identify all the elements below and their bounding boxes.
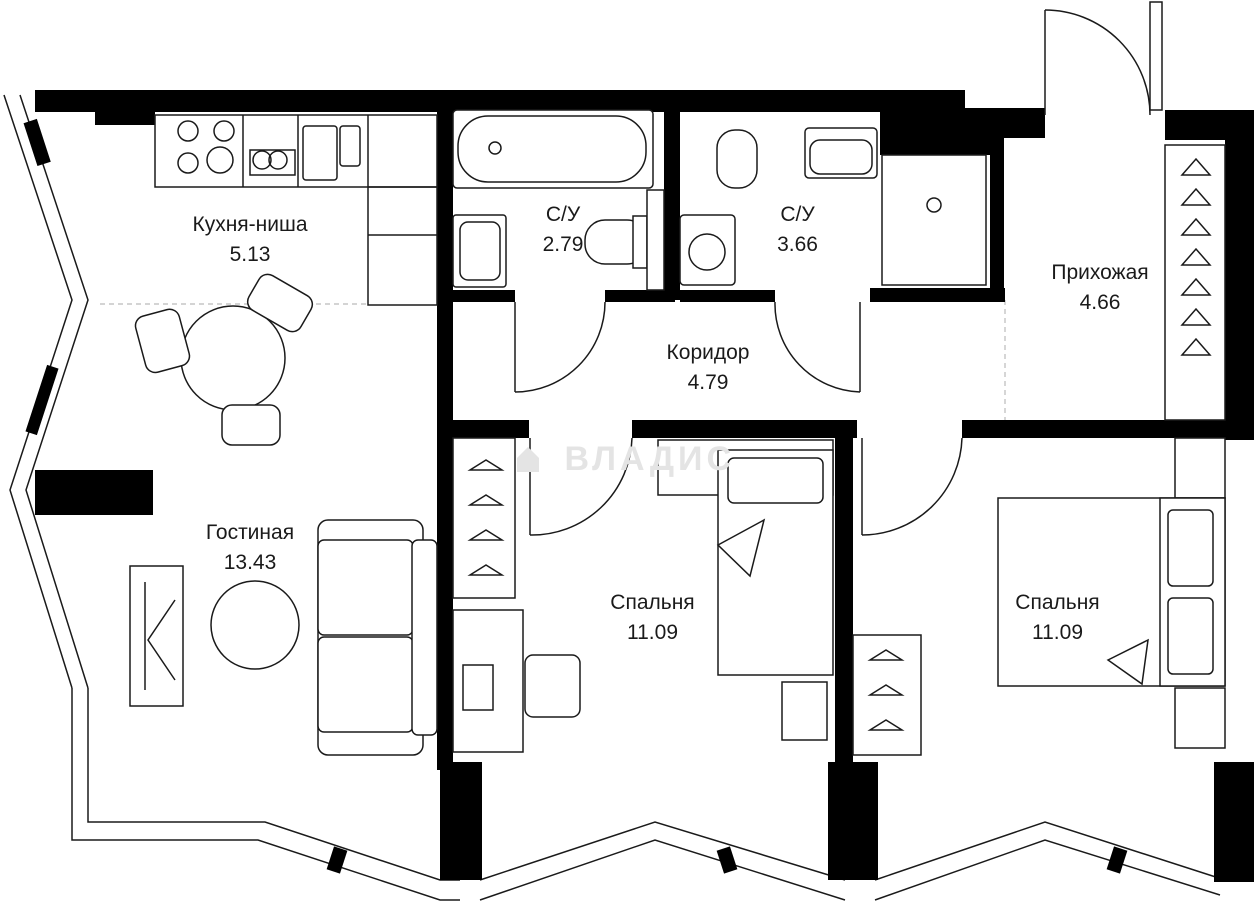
room-area: 5.13 bbox=[229, 243, 271, 266]
room-area: 4.66 bbox=[1079, 291, 1121, 314]
room-label-bedroom2: Спальня 11.09 bbox=[1000, 588, 1115, 648]
room-area: 13.43 bbox=[223, 551, 277, 574]
watermark: ВЛАДИС bbox=[515, 440, 735, 479]
window-left bbox=[3, 94, 100, 841]
bedroom1-furniture bbox=[452, 439, 834, 753]
room-label-bedroom1: Спальня 11.09 bbox=[595, 588, 710, 648]
room-label-kitchen: Кухня-ниша 5.13 bbox=[170, 210, 330, 270]
window-mullions bbox=[23, 118, 1128, 874]
room-name: Гостиная bbox=[205, 521, 295, 544]
living-furniture bbox=[129, 519, 438, 756]
room-name: Кухня-ниша bbox=[192, 213, 308, 236]
house-icon bbox=[517, 447, 539, 472]
room-name: Спальня bbox=[1015, 591, 1100, 614]
bath2-fixtures bbox=[679, 127, 987, 286]
doors bbox=[514, 1, 1163, 536]
watermark-text: ВЛАДИС bbox=[564, 440, 736, 478]
window-bottom bbox=[100, 821, 1226, 901]
hanger-icons bbox=[467, 157, 1212, 731]
room-name: Прихожая bbox=[1051, 261, 1149, 284]
room-name: С/У bbox=[780, 203, 815, 226]
room-label-bath2: С/У 3.66 bbox=[760, 200, 835, 260]
bedroom2-furniture bbox=[997, 497, 1226, 687]
dining-table bbox=[134, 273, 314, 446]
room-label-hallway: Прихожая 4.66 bbox=[1035, 258, 1165, 318]
room-area: 4.79 bbox=[687, 371, 729, 394]
bath1-fixtures bbox=[452, 109, 665, 291]
room-area: 3.66 bbox=[777, 233, 818, 256]
kitchen-units bbox=[154, 114, 438, 306]
room-name: С/У bbox=[545, 203, 581, 226]
room-label-corridor: Коридор 4.79 bbox=[648, 338, 768, 398]
room-name: Спальня bbox=[610, 591, 695, 614]
room-area: 11.09 bbox=[627, 621, 678, 644]
room-area: 11.09 bbox=[1032, 621, 1083, 644]
room-area: 2.79 bbox=[542, 233, 584, 256]
room-name: Коридор bbox=[666, 341, 750, 364]
walls bbox=[35, 90, 1254, 882]
room-label-living: Гостиная 13.43 bbox=[185, 518, 315, 578]
room-label-bath1: С/У 2.79 bbox=[528, 200, 598, 260]
